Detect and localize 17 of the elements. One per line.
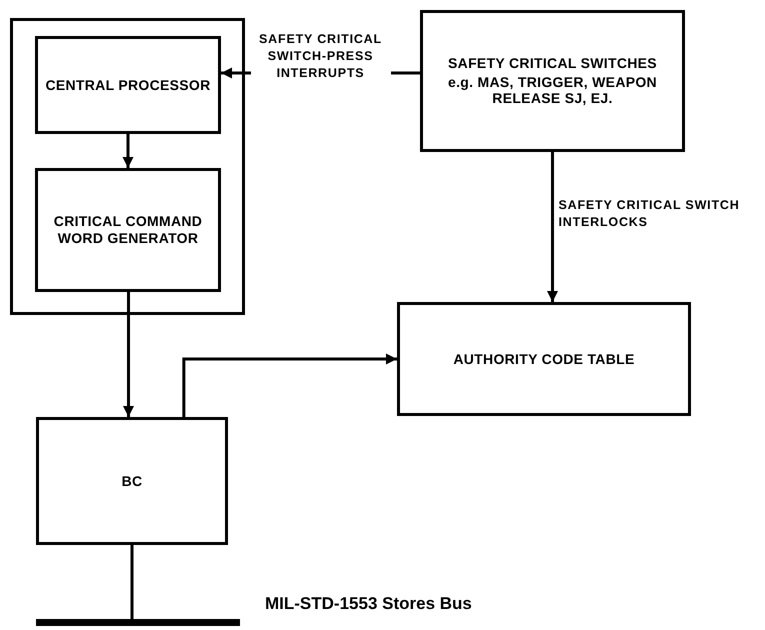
process-box <box>397 302 691 416</box>
box-label: SAFETY CRITICAL SWITCHES <box>448 54 657 72</box>
box-label: CRITICAL COMMAND WORD GENERATOR <box>52 213 204 247</box>
system-box <box>10 18 245 315</box>
box-label: BC <box>122 472 142 490</box>
process-box <box>36 417 228 545</box>
arrow <box>182 354 397 417</box>
arrow <box>123 292 134 417</box>
bus-label: MIL-STD-1553 Stores Bus <box>265 594 472 614</box>
process-box <box>35 36 221 134</box>
box-label: CENTRAL PROCESSOR <box>45 76 211 94</box>
process-box <box>420 10 685 152</box>
arrow <box>547 152 558 302</box>
process-box <box>35 168 221 292</box>
arrow <box>122 134 134 168</box>
box-label: e.g. MAS, TRIGGER, WEAPON RELEASE SJ, EJ. <box>447 74 658 108</box>
box-label: AUTHORITY CODE TABLE <box>453 350 635 368</box>
